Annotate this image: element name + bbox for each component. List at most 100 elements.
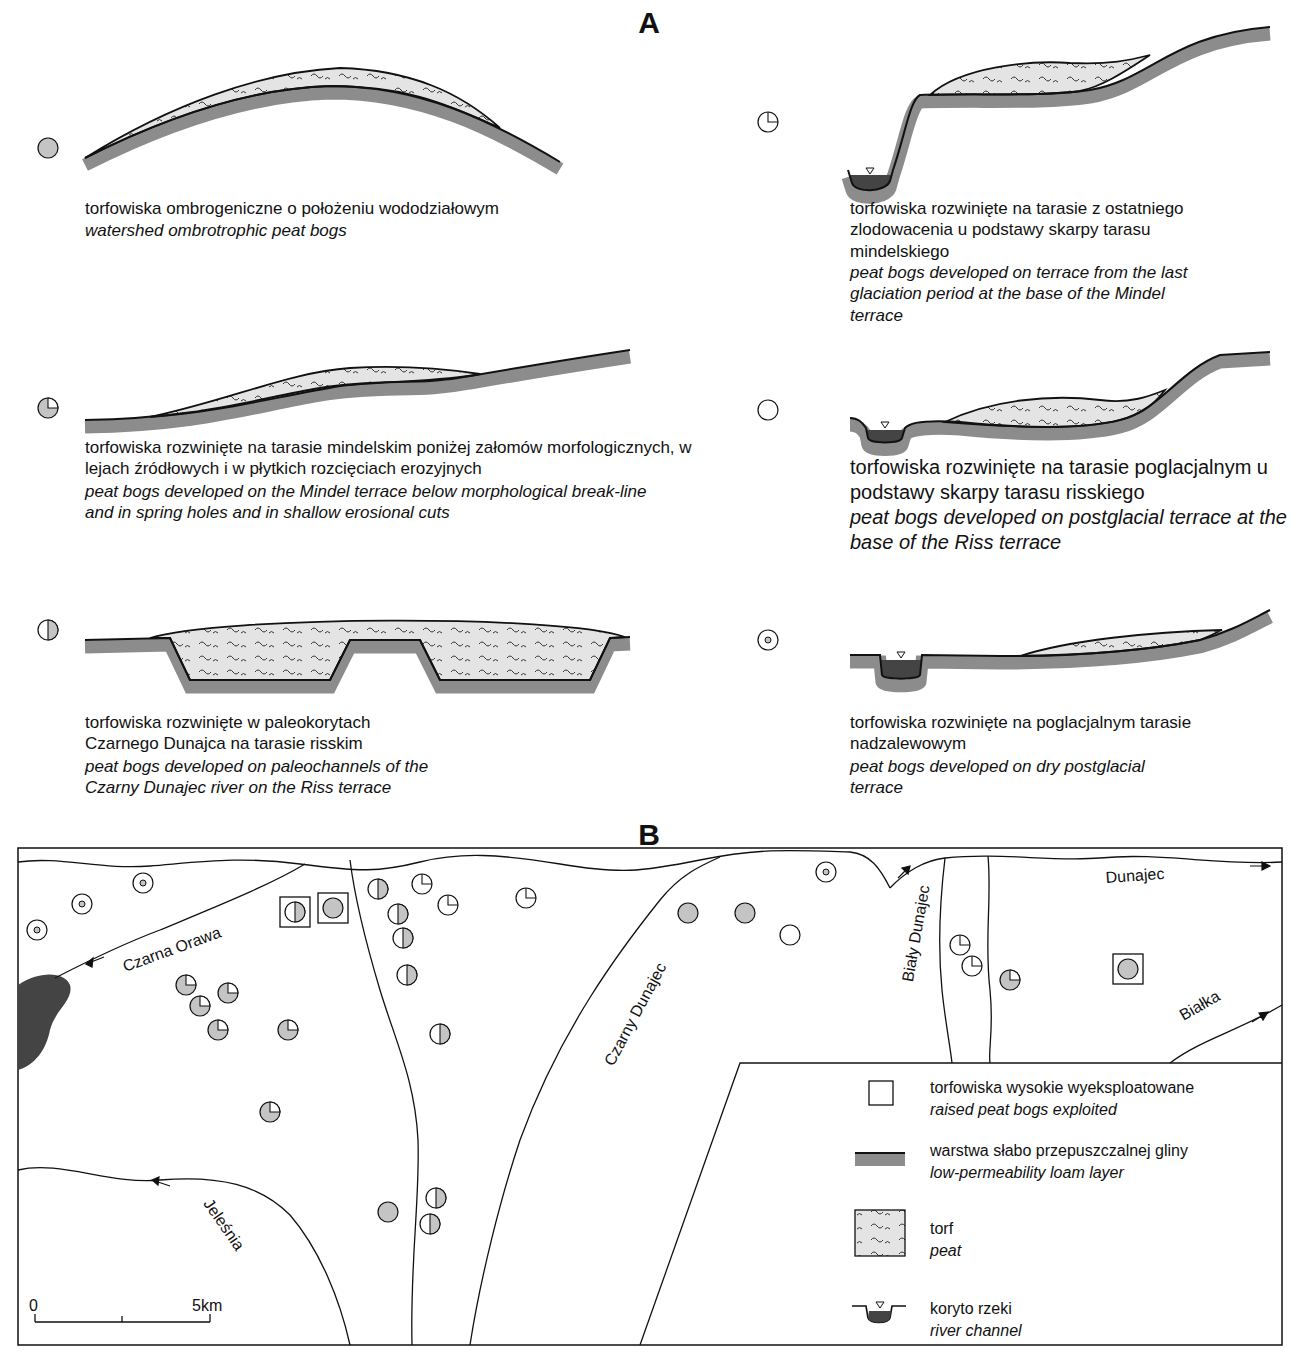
symbol-dot — [34, 927, 40, 933]
river — [18, 1168, 350, 1345]
symbol-circle — [397, 965, 417, 985]
bog-symbol — [208, 1020, 228, 1040]
map — [18, 848, 1282, 1345]
ground-line — [85, 637, 630, 680]
symbol-circle — [72, 894, 92, 914]
bog-symbol — [758, 112, 778, 132]
bog-symbol — [420, 1214, 440, 1234]
symbol-circle — [962, 956, 982, 976]
symbol-quarter — [960, 935, 970, 945]
symbol-circle — [735, 903, 755, 923]
bog-symbol — [133, 873, 153, 893]
symbol-circle — [133, 873, 153, 893]
ground-line — [85, 86, 560, 162]
profile-postglacial — [850, 352, 1270, 450]
map-frame — [18, 848, 1282, 1345]
symbol-half — [378, 879, 388, 899]
lake — [18, 974, 71, 1070]
symbol-circle — [378, 1202, 398, 1222]
loam-layer — [848, 34, 1270, 197]
symbol-circle — [388, 904, 408, 924]
symbol-circle — [323, 898, 343, 918]
river — [55, 864, 305, 978]
bog-symbol — [678, 903, 698, 923]
profile-caption: peat bogs developed on dry postglacial t… — [850, 756, 1160, 799]
symbol-circle — [190, 996, 210, 1016]
symbol-half — [436, 1188, 446, 1208]
loam-layer — [85, 357, 630, 427]
scale-line — [35, 1314, 210, 1322]
symbol-quarter — [228, 983, 238, 993]
water-level-mark — [897, 652, 905, 658]
profile-caption: torfowiska rozwinięte na poglacjalnym ta… — [850, 712, 1195, 755]
symbol-circle — [278, 1020, 298, 1040]
bog-symbol — [27, 920, 47, 940]
peat-body — [150, 621, 625, 680]
symbol-quarter — [972, 956, 982, 966]
river — [350, 860, 418, 1345]
bog-symbol — [190, 996, 210, 1016]
profile-caption: peat bogs developed on paleochannels of … — [85, 756, 485, 799]
loam-layer — [850, 359, 1270, 450]
symbol-circle — [420, 1214, 440, 1234]
ground-line — [848, 27, 1270, 190]
flow-arrow — [152, 1177, 170, 1186]
loam-layer — [850, 617, 1270, 686]
profile-dry-terrace — [850, 610, 1270, 686]
bog-symbol — [368, 879, 388, 899]
scale-bar — [35, 1314, 210, 1322]
bog-symbol — [397, 965, 417, 985]
symbol-dot — [79, 901, 85, 907]
profile-caption: peat bogs developed on the Mindel terrac… — [85, 481, 655, 524]
profile-caption: peat bogs developed on postglacial terra… — [850, 505, 1290, 555]
ground-line — [850, 352, 1270, 443]
symbol-circle — [393, 928, 413, 948]
profile-last-glaciation — [848, 27, 1270, 197]
river-name: Białka — [1176, 986, 1224, 1025]
profile-caption: torfowiska rozwinięte na tarasie mindels… — [85, 437, 720, 480]
symbol-circle — [38, 620, 58, 640]
legend-translation: low-permeability loam layer — [930, 1163, 1124, 1183]
river-name: Czarna Orawa — [120, 923, 224, 977]
water-level-mark — [876, 1302, 884, 1308]
river — [940, 858, 952, 1063]
symbol-half — [398, 904, 408, 924]
bog-symbol — [218, 983, 238, 1003]
legend-translation: raised peat bogs exploited — [930, 1100, 1117, 1120]
river-name: Biały Dunajec — [898, 884, 935, 984]
bog-symbol — [388, 904, 408, 924]
symbol-quarter — [288, 1020, 298, 1030]
symbol-circle — [438, 895, 458, 915]
peat-body — [945, 390, 1165, 427]
symbol-circle — [412, 874, 432, 894]
symbol-half — [407, 965, 417, 985]
legend-swatch — [855, 1152, 905, 1166]
symbol-dot — [765, 637, 771, 643]
bog-symbol — [516, 888, 536, 908]
exploited-sample — [869, 1081, 893, 1105]
symbol-quarter — [200, 996, 210, 1006]
water-level-mark — [881, 422, 889, 428]
symbol-dot — [823, 869, 829, 875]
bog-symbol — [412, 874, 432, 894]
bog-symbol — [38, 138, 58, 158]
peat-body — [85, 68, 500, 158]
symbol-circle — [38, 138, 58, 158]
peat-body — [1020, 630, 1222, 656]
flow-arrow — [898, 866, 910, 878]
profile-mindel — [85, 350, 630, 427]
water-level-mark — [866, 168, 874, 174]
legend-translation: river channel — [930, 1321, 1022, 1341]
bog-symbol — [758, 630, 778, 650]
bog-symbol — [780, 925, 800, 945]
river-name: Dunajec — [1105, 864, 1165, 888]
legend-text: torf — [930, 1220, 953, 1238]
bog-symbol — [962, 956, 982, 976]
bog-symbol — [176, 975, 196, 995]
symbol-quarter — [186, 975, 196, 985]
symbol-circle — [27, 920, 47, 940]
symbol-circle — [516, 888, 536, 908]
symbol-half — [295, 902, 305, 922]
scale-label: 5km — [192, 1296, 222, 1316]
bog-symbol — [426, 1188, 446, 1208]
